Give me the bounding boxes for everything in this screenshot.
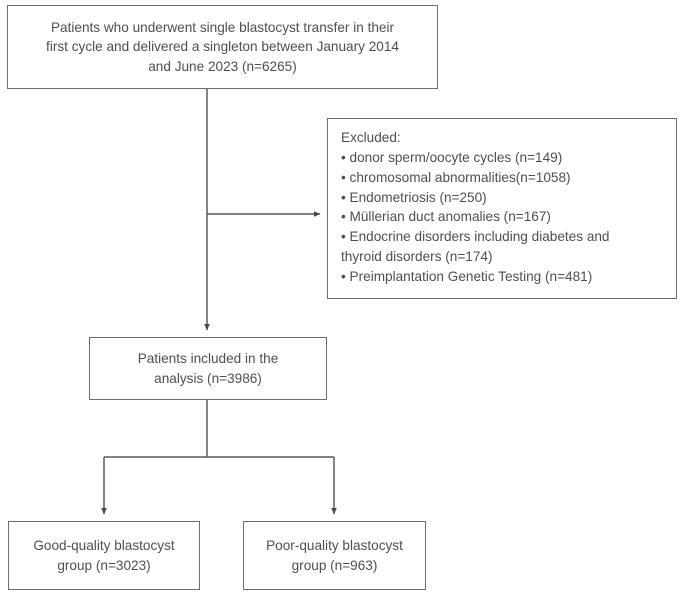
node-excluded-text: Excluded: • donor sperm/oocyte cycles (n…: [341, 130, 610, 284]
node-included-text: Patients included in the analysis (n=398…: [137, 351, 279, 386]
node-included-box: Patients included in the analysis (n=398…: [89, 337, 327, 400]
node-cohort-box: Patients who underwent single blastocyst…: [7, 5, 438, 89]
node-cohort-text: Patients who underwent single blastocyst…: [46, 20, 399, 74]
node-excluded-box: Excluded: • donor sperm/oocyte cycles (n…: [327, 118, 677, 299]
connector-included-to-groups: [101, 400, 337, 515]
node-good-quality-box: Good-quality blastocyst group (n=3023): [8, 521, 200, 590]
node-good-quality-text: Good-quality blastocyst group (n=3023): [33, 538, 175, 573]
node-poor-quality-text: Poor-quality blastocyst group (n=963): [266, 538, 403, 573]
node-poor-quality-box: Poor-quality blastocyst group (n=963): [243, 521, 426, 590]
